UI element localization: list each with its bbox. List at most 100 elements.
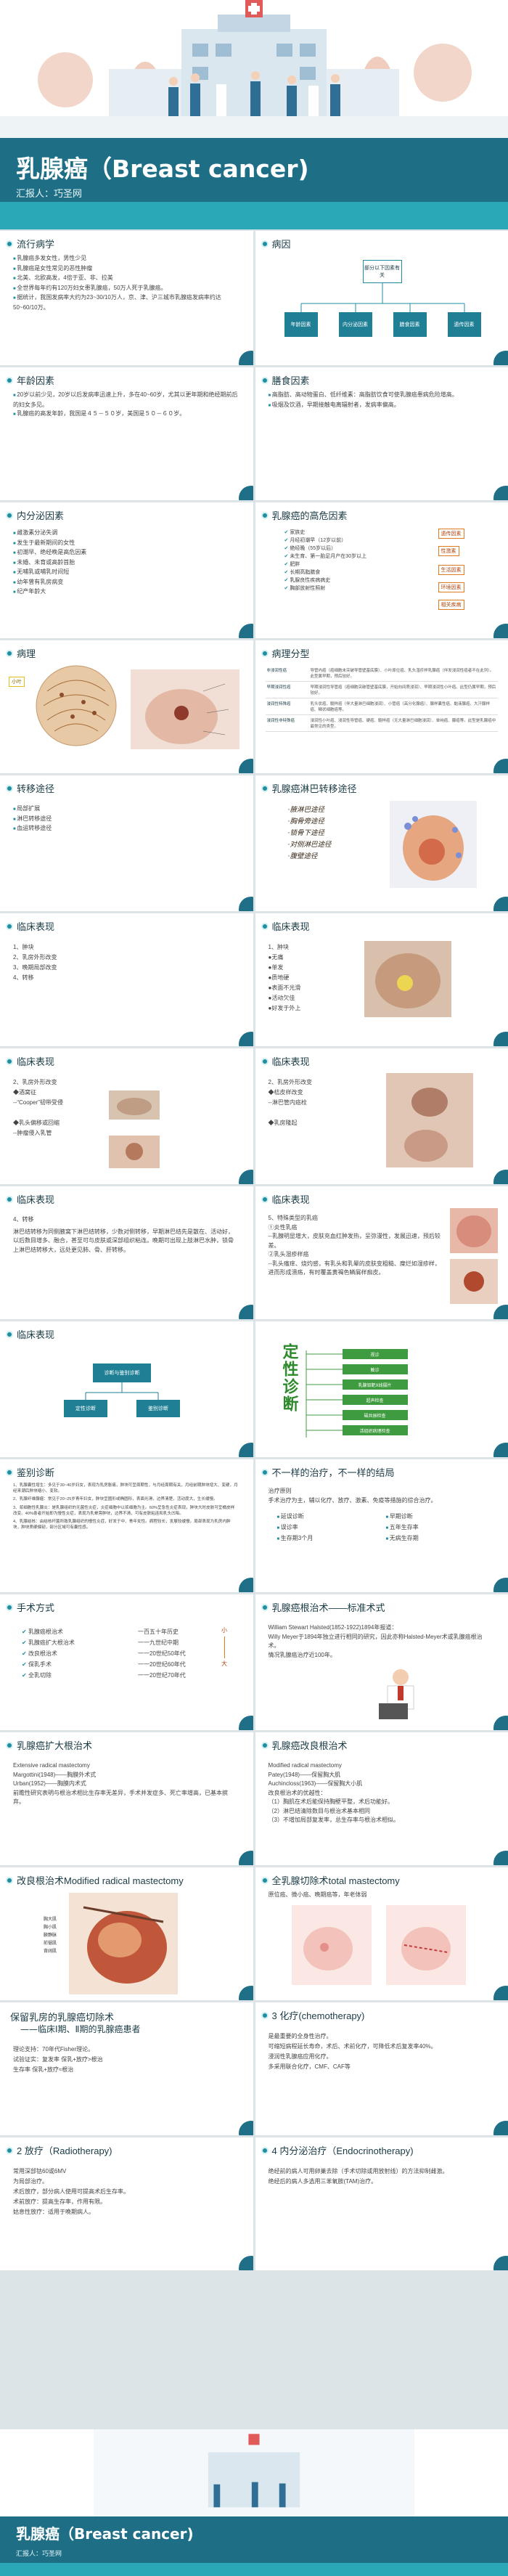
hospital-illustration [0,0,508,138]
slide-lymph-metastasis: 乳腺癌淋巴转移途径 ·腋淋巴途径 ·胸骨旁途径 ·锁骨下途径 ·对侧淋巴途径 ·… [255,775,508,911]
orange-peel-photo [385,1073,473,1167]
outcome-item: 误诊率 [277,1523,378,1533]
title-marker-icon [261,784,269,792]
text-line: ②乳头湿疹样癌 [268,1251,309,1258]
route-item: ·腹壁途径 [287,852,318,860]
corner-decoration [493,1986,508,2000]
corner-decoration [493,1716,508,1730]
text-line: ●活动欠佳 [268,995,295,1001]
slide-clinical-6: 临床表现 5、特殊类型的乳癌 ①炎性乳癌 --乳腺明显增大，皮肤充血红肿发热，呈… [255,1186,508,1319]
risk-tag: 性激素 [438,546,459,556]
title-marker-icon [261,1741,269,1749]
scale-label: 小 [221,1627,227,1634]
corner-decoration [238,1305,253,1319]
corner-decoration [238,351,253,365]
diagnosis-vertical-title: 定性诊断 [279,1343,298,1413]
slide-title: 内分泌因素 [17,510,65,521]
text-line: 2、乳腺纤维腺瘤：常见于20~25岁青年妇女，肿块呈圆形或椭圆形，表面光滑，边界… [13,1497,218,1502]
text-line: ●表面不光滑 [268,985,301,991]
slide-title: 全乳腺切除术total mastectomy [271,1875,400,1886]
text-line: （3）不增加局部复发率，总生存率与根治术相似。 [268,1817,399,1823]
slide-clinical-3: 临床表现 2、乳房外形改变 ◆酒窝征 --“Cooper”韧带受侵 ◆乳头偏移或… [0,1048,253,1184]
text-line: 改良根治术的优越性： [268,1789,327,1796]
text-line: 试验证实：复发率 保乳+放疗>根治 [13,2056,103,2063]
text-line: ◆酒窝征 [13,1089,36,1096]
slide-age-factor: 年龄因素 20岁以前少见，20岁以后发病率迅速上升，多在40~60岁，尤其以更年… [0,367,253,500]
title-marker-icon [6,1876,13,1884]
text-line: 乳腺癌的高发年龄，我国是４５－５０岁，美国是５０－６０岁。 [13,409,239,420]
text-line: 情况乳腺癌治疗近100年。 [268,1651,336,1658]
title-marker-icon [6,922,13,930]
diagnosis-item: 视诊 [342,1349,408,1359]
end-slide: 乳腺癌（Breast cancer) 汇报人：巧圣网 [0,2429,508,2576]
text-line: 淋巴结转移为同侧腋窝下淋巴结转移，少数对侧转移，早期淋巴结先是散在、活动好，以后… [13,1228,234,1253]
diagram-box: 膳食因素 [393,312,427,337]
risk-tag: 生活因素 [438,565,464,575]
cover-reporter: 汇报人：巧圣网 [16,189,83,200]
text-line: 原位癌、微小癌、晚期癌等，年老体弱 [268,1891,367,1898]
surgery-item: 乳腺癌扩大根治术 [22,1637,130,1648]
text-line: 术后放疗，部分病人使用可提高术后生存率。 [13,2188,129,2195]
text-line: Modified radical mastectomy [268,1762,342,1769]
risk-tag: 环境因素 [438,582,464,592]
text-line: --乳头瘙痒、烧灼感，有乳头和乳晕的皮肤变粗糙、糜烂如湿疹样，进而形成溃疡，有时… [268,1260,441,1276]
slide-radiotherapy: 2 放疗（Radiotherapy) 常用深部钴60或6MV 为局部治疗。 术后… [0,2137,253,2270]
text-line: 手术治疗为主，辅以化疗、放疗、激素、免疫等措施的综合治疗。 [268,1496,437,1504]
slide-title: 乳腺癌根治术——标准术式 [271,1602,385,1613]
anatomy-label: 背阔肌 [44,1949,57,1954]
text-line: 4、转移 [13,1216,34,1223]
text-line: 幼年曾有乳房病变 [13,578,239,588]
corner-decoration [493,1578,508,1592]
risk-item: 家族史 [284,529,429,537]
slide-title: 临床表现 [17,921,55,932]
pathology-label: 小叶 [9,677,25,687]
diagram-box: 定性诊断 [64,1400,107,1417]
text-line: 绝经前的病人可用卵巢去除（手术切除或用放射线）的方法抑制雌激。 [268,2168,448,2174]
text-line: ◆乳房隆起 [268,1120,298,1126]
text-line: Willy Meyer于1894年独立进行相同的研究，因此亦称Halsted-M… [268,1633,483,1650]
diagram-connectors [300,283,464,312]
slide-differential: 鉴别诊断 1、乳腺囊性增生：多见于30~40岁妇女，表现为乳房胀痛，肿块可呈周期… [0,1459,253,1592]
slide-subtitle: ——临床Ⅰ期、Ⅱ期的乳腺癌患者 [20,2024,141,2034]
slide-clinical-5: 临床表现 4、转移 淋巴结转移为同侧腋窝下淋巴结转移，少数对侧转移，早期淋巴结先… [0,1186,253,1319]
slide-diet-factor: 膳食因素 高脂肪、高动物蛋白、低纤维素：高脂肪饮食可使乳腺癌患病危险增高。 吸烟… [255,367,508,500]
text-line: ●质地硬 [268,974,290,981]
text-line: 血运转移途径 [13,824,239,834]
corner-decoration [238,759,253,773]
risk-tag: 遗传因素 [438,529,464,539]
text-line: 是最重要的全身性治疗。 [268,2033,332,2039]
diagram-box: 年龄因素 [284,312,318,337]
breast-diagram-2 [385,1905,466,1985]
paget-photo [449,1259,498,1304]
corner-decoration [493,2256,508,2270]
title-marker-icon [261,649,269,657]
slide-different-treatment: 不一样的治疗，不一样的结局 治疗原则 手术治疗为主，辅以化疗、放疗、激素、免疫等… [255,1459,508,1592]
corner-decoration [238,1716,253,1730]
text-line: Auchincloss(1963)——保留胸大小肌 [268,1780,363,1787]
surgery-item: 乳腺癌根治术 [22,1626,130,1637]
risk-item: 长期高脂膳食 [284,568,429,576]
corner-decoration [238,1032,253,1046]
slide-title: 临床表现 [271,1194,310,1205]
dimple-photo [109,1091,160,1120]
corner-decoration [238,1170,253,1184]
title-marker-icon [261,511,269,519]
slide-title: 膳食因素 [271,375,310,386]
text-line: 3、晚期局部改变 [13,964,57,971]
diagnosis-item: 超声检查 [342,1395,408,1405]
diagram-box: 遗传因素 [447,312,481,337]
surgery-era: 一一20世纪70年代 [138,1672,186,1679]
corner-decoration [493,2121,508,2135]
text-line: 2、乳房外形改变 [13,954,57,961]
corner-decoration [238,624,253,638]
slide-clinical-7: 临床表现 诊断与鉴别诊断 定性诊断 鉴别诊断 [0,1321,253,1457]
slide-title: 4 内分泌治疗（Endocrinotherapy) [271,2145,414,2156]
slide-clinical-2: 临床表现 1、肿块 ●无痛 ●单发 ●质地硬 ●表面不光滑 ●活动欠佳 ●好发于… [255,913,508,1046]
doctor-laptop-illustration [378,1669,414,1719]
anatomy-label: 胸小肌 [44,1925,57,1930]
risk-tag: 相关疾病 [438,600,464,610]
slide-title: 病理分型 [271,648,310,659]
slide-epidemiology: 流行病学 乳腺癌多发女性，男性少见 乳腺癌是女性常见的恶性肿瘤 北美、北欧高发，… [0,231,253,365]
text-line: 局部扩展 [13,804,239,815]
